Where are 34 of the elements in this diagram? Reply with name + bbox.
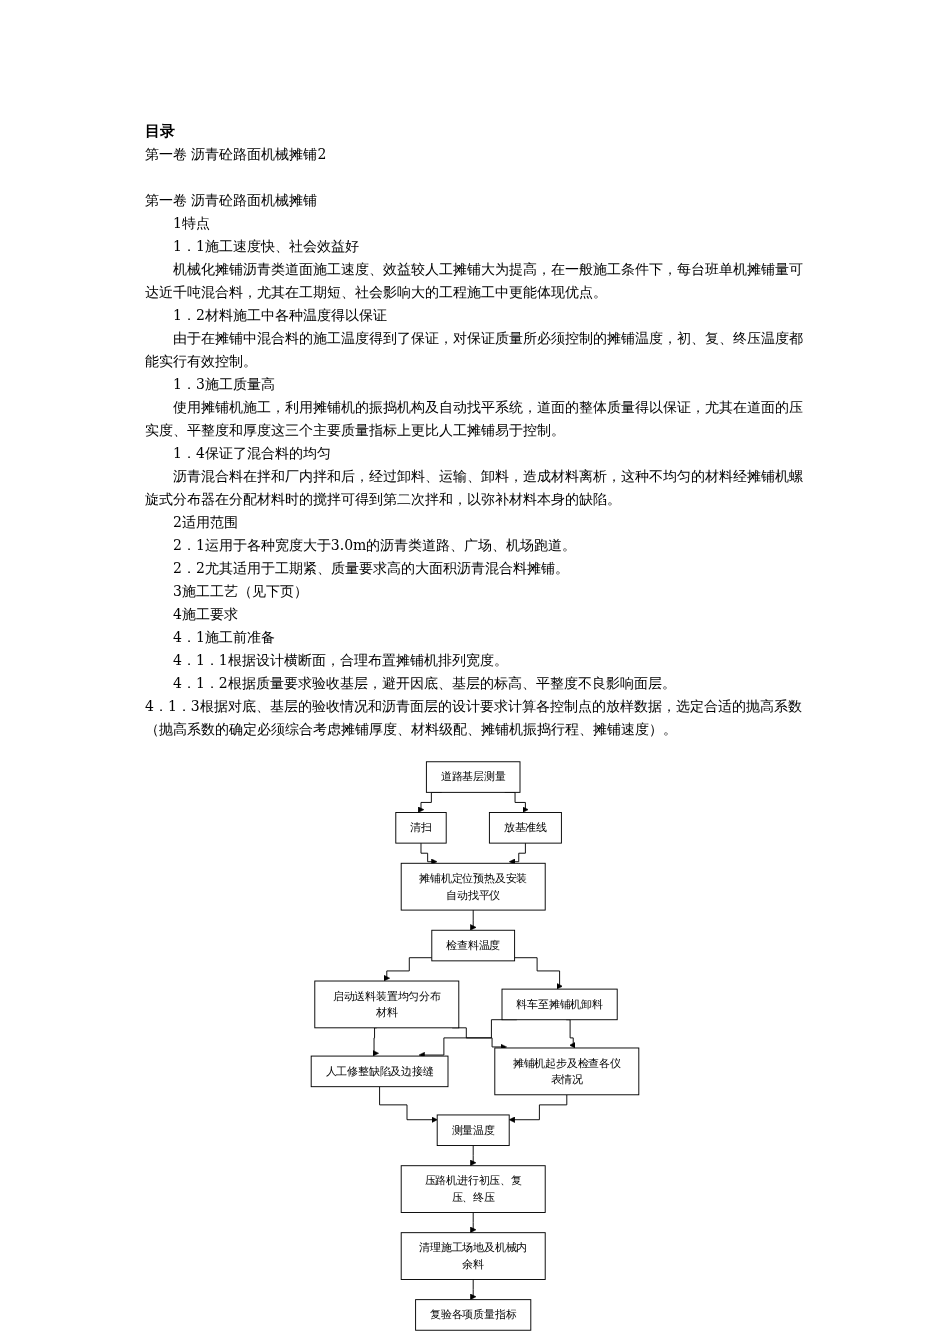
toc-entry: 第一卷 沥青砼路面机械摊铺2 [145, 145, 328, 164]
paragraph: 机械化摊铺沥青类道面施工速度、效益较人工摊铺大为提高，在一般施工条件下，每台班单机摊铺量可达近千吨混合料，尤其在工期短、社会影响大的工程施工中更能体现优点。 [145, 260, 804, 302]
section-heading: 4施工要求 [172, 605, 239, 624]
node-box: 复验各项质量指标 [415, 1299, 532, 1331]
node-box: 摊铺机定位预热及安装自动找平仪 [400, 862, 546, 911]
node-box: 放基准线 [488, 812, 562, 844]
section-heading: 4．1．1根据设计横断面，合理布置摊铺机排列宽度。 [172, 651, 509, 670]
section-heading: 2适用范围 [172, 513, 239, 532]
section-heading: 1．3施工质量高 [172, 375, 276, 394]
section-heading: 1．2材料施工中各种温度得以保证 [172, 306, 388, 325]
paragraph: 4．1．2根据质量要求验收基层，避开因底、基层的标高、平整度不良影响面层。 [172, 674, 677, 693]
paragraph: 沥青混合料在拌和厂内拌和后，经过卸料、运输、卸料，造成材料离析，这种不均匀的材料经摊铺机螺旋式分布器在分配材料时的搅拌可得到第二次拌和，以弥补材料本身的缺陷。 [145, 467, 804, 509]
section-heading: 2．2尤其适用于工期紧、质量要求高的大面积沥青混合料摊铺。 [172, 559, 570, 578]
section-heading: 1特点 [172, 214, 211, 233]
section-heading: 3施工工艺（见下页） [172, 582, 309, 601]
section-heading: 2．1运用于各种宽度大于3.0m的沥青类道路、广场、机场跑道。 [172, 536, 578, 555]
node-box: 启动送料装置均匀分布材料 [314, 980, 460, 1029]
node-box: 道路基层测量 [425, 761, 521, 793]
node-box: 清扫 [395, 812, 447, 844]
section-heading: 4．1施工前准备 [172, 628, 276, 647]
paragraph: 由于在摊铺中混合料的施工温度得到了保证，对保证质量所必须控制的摊铺温度，初、复、终压温度都能实行有效控制。 [145, 329, 804, 371]
section-heading: 1．4保证了混合料的均匀 [172, 444, 332, 463]
heading: 目录 [145, 121, 176, 142]
paragraph: 4．1．3根据对底、基层的验收情况和沥青面层的设计要求计算各控制点的放样数据，选定合适的抛高系数（抛高系数的确定必须综合考虑摊铺厚度、材料级配、摊铺机振捣行程、摊铺速度）。 [145, 697, 803, 739]
node-box: 压路机进行初压、复压、终压 [400, 1165, 546, 1213]
node-box: 检查料温度 [431, 929, 516, 962]
node-box: 摊铺机起步及检查各仪表情况 [494, 1047, 640, 1096]
node-box: 料车至摊铺机卸料 [501, 988, 618, 1021]
node-box: 人工修整缺陷及边接缝 [310, 1055, 449, 1088]
section-heading: 第一卷 沥青砼路面机械摊铺 [145, 191, 319, 210]
paragraph: 使用摊铺机施工，利用摊铺机的振捣机构及自动找平系统，道面的整体质量得以保证，尤其在道面的压实度、平整度和厚度这三个主要质量指标上更比人工摊铺易于控制。 [145, 398, 804, 440]
node-box: 清理施工场地及机械内余料 [400, 1232, 546, 1280]
section-heading: 1．1施工速度快、社会效益好 [172, 237, 360, 256]
node-box: 测量温度 [436, 1114, 510, 1146]
